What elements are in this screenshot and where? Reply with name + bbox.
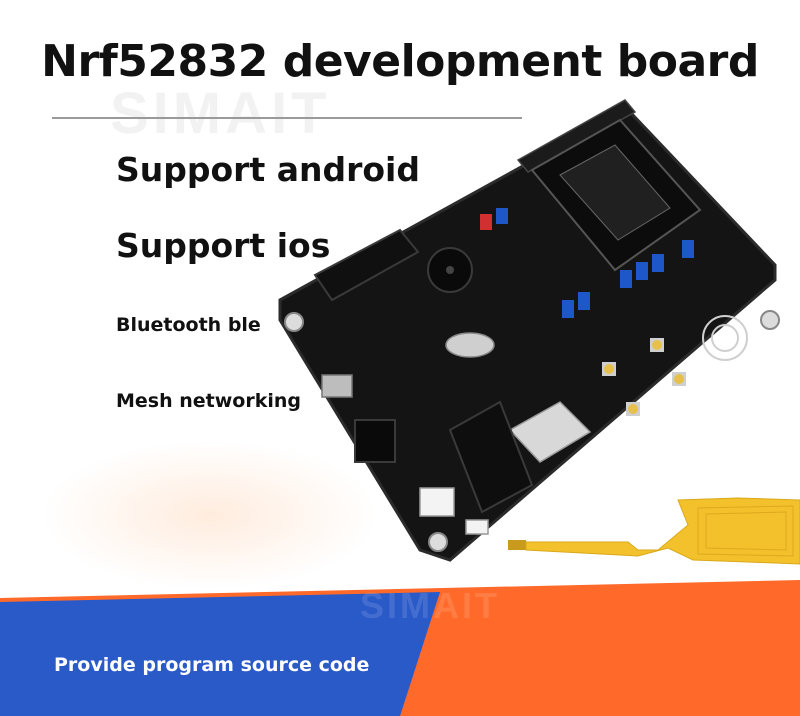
watermark: SIMAIT xyxy=(110,81,331,146)
development-board-image xyxy=(278,99,780,562)
watermark-footer: SIMAIT xyxy=(360,585,500,626)
title-divider xyxy=(52,117,522,119)
feature-bluetooth-ble: Bluetooth ble xyxy=(116,314,261,336)
footer-text: Provide program source code xyxy=(54,654,370,676)
feature-support-android: Support android xyxy=(116,150,420,189)
background-haze xyxy=(40,440,380,590)
feature-support-ios: Support ios xyxy=(116,226,331,265)
feature-mesh-networking: Mesh networking xyxy=(116,390,301,412)
nfc-antenna-image xyxy=(508,497,800,565)
footer-banner xyxy=(0,580,800,716)
page-title: Nrf52832 development board xyxy=(41,36,759,87)
